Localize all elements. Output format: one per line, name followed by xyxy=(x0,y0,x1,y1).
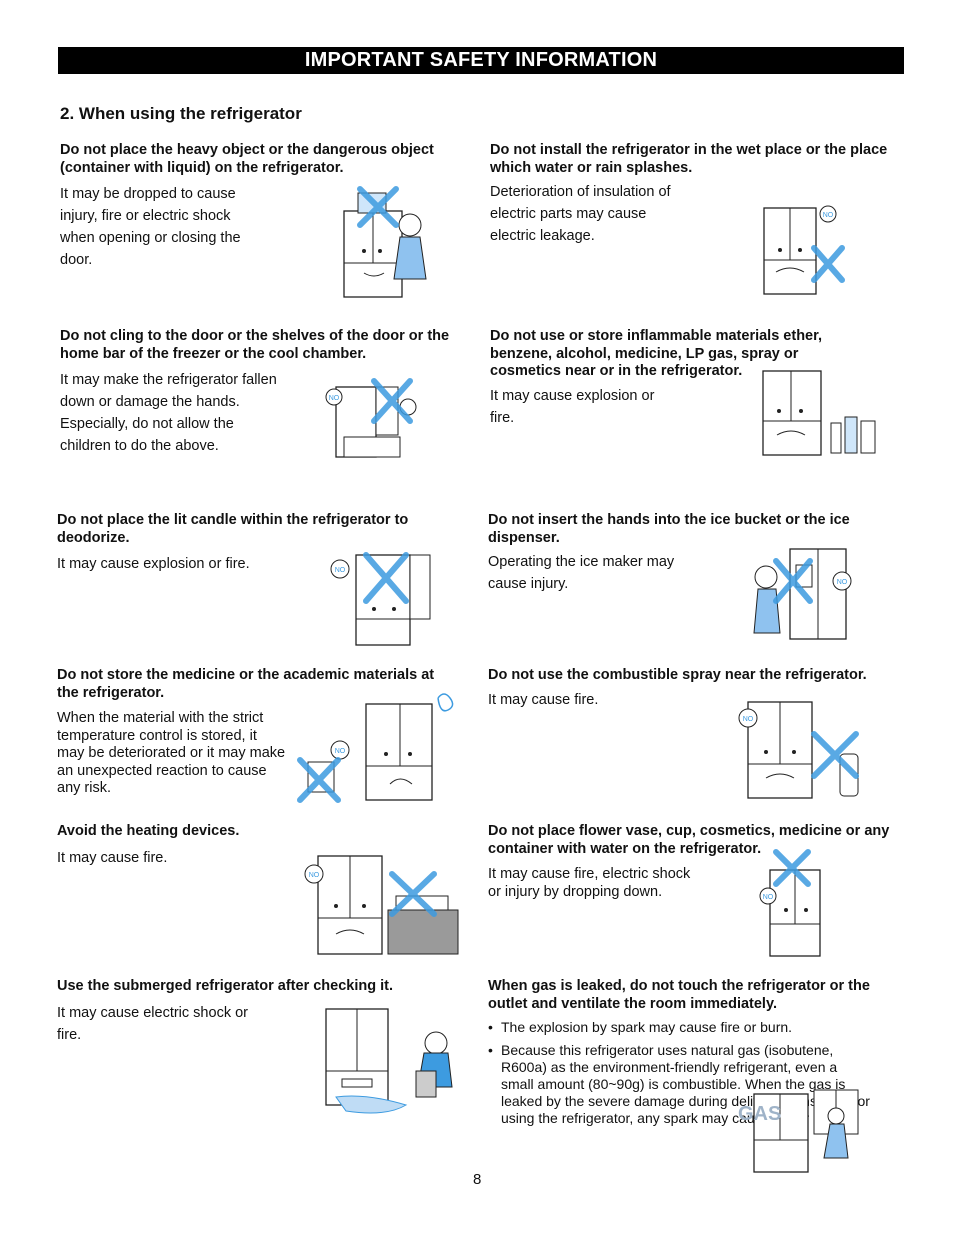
no-label: NO xyxy=(837,579,848,586)
gas-leak-illustration: GAS xyxy=(738,1089,859,1173)
warning-heading: Do not place the lit candle within the r… xyxy=(57,512,409,546)
warning-body: It may cause electric shock or fire. xyxy=(57,1004,248,1043)
no-label: NO xyxy=(743,716,754,723)
warning-body: It may cause explosion or fire. xyxy=(57,556,250,572)
warning-heading: When gas is leaked, do not touch the ref… xyxy=(488,978,870,1012)
warning-flower-vase: Do not place flower vase, cup, cosmetics… xyxy=(488,823,898,901)
no-label: NO xyxy=(329,395,340,402)
warning-lit-candle: Do not place the lit candle within the r… xyxy=(57,512,457,575)
no-label: NO xyxy=(335,748,346,755)
refrigerator-wet-place-illustration: NO xyxy=(763,205,845,295)
warning-gas-leak: When gas is leaked, do not touch the ref… xyxy=(488,978,898,1133)
warning-body: Operating the ice maker may cause injury… xyxy=(488,554,675,592)
bullet-item: The explosion by spark may cause fire or… xyxy=(488,1019,898,1036)
warning-heading: Do not use the combustible spray near th… xyxy=(488,667,867,683)
warning-heading: Do not place flower vase, cup, cosmetics… xyxy=(488,823,890,857)
no-label: NO xyxy=(823,212,834,219)
no-label: NO xyxy=(763,894,774,901)
warning-inflammable: Do not use or store inflammable material… xyxy=(490,328,890,429)
warning-body: When the material with the strict temper… xyxy=(57,710,286,796)
warning-ice-bucket: Do not insert the hands into the ice buc… xyxy=(488,512,898,595)
warning-submerged: Use the submerged refrigerator after che… xyxy=(57,978,457,1046)
refrigerator-candle-illustration: NO xyxy=(330,552,431,646)
warning-medicine: Do not store the medicine or the academi… xyxy=(57,667,457,798)
warning-body: It may be dropped to cause injury, fire … xyxy=(60,186,241,268)
warning-body: It may cause explosion or fire. xyxy=(490,387,655,426)
refrigerator-medicine-illustration: NO xyxy=(297,693,454,803)
warning-heading: Avoid the heating devices. xyxy=(57,823,240,839)
no-label: NO xyxy=(309,872,320,879)
refrigerator-submerged-illustration xyxy=(325,1008,453,1114)
warning-heading: Do not use or store inflammable material… xyxy=(490,328,822,379)
warning-heading: Do not insert the hands into the ice buc… xyxy=(488,512,850,546)
warning-body: It may cause fire. xyxy=(57,849,168,866)
warning-combustible-spray: Do not use the combustible spray near th… xyxy=(488,667,888,711)
refrigerator-flower-vase-illustration: NO xyxy=(759,849,821,957)
no-label: NO xyxy=(335,567,346,574)
refrigerator-ice-dispenser-illustration: NO xyxy=(753,548,852,640)
warning-wet-place: Do not install the refrigerator in the w… xyxy=(490,142,890,247)
page-number: 8 xyxy=(473,1171,482,1188)
refrigerator-heating-device-illustration: NO xyxy=(304,855,459,955)
refrigerator-spray-illustration: NO xyxy=(738,701,859,799)
warning-heading: Use the submerged refrigerator after che… xyxy=(57,978,394,994)
warning-heating-devices: Avoid the heating devices. It may cause … xyxy=(57,823,457,869)
warning-heading: Do not place the heavy object or the dan… xyxy=(60,142,434,176)
warning-heading: Do not store the medicine or the academi… xyxy=(57,667,435,701)
warning-body: Deterioration of insulation of electric … xyxy=(490,184,671,244)
warning-body: It may cause fire. xyxy=(488,691,599,708)
refrigerator-cling-door-illustration: NO xyxy=(325,378,417,458)
refrigerator-heavy-object-illustration xyxy=(343,186,427,298)
gas-leak-bullets: The explosion by spark may cause fire or… xyxy=(488,1019,898,1127)
warning-cling-door: Do not cling to the door or the shelves … xyxy=(60,328,470,457)
page-banner: IMPORTANT SAFETY INFORMATION xyxy=(58,47,904,74)
warning-body: It may cause fire, electric shock or inj… xyxy=(488,866,691,900)
refrigerator-inflammable-illustration xyxy=(762,370,876,456)
warning-body: It may make the refrigerator fallen down… xyxy=(60,372,277,454)
warning-heading: Do not install the refrigerator in the w… xyxy=(490,142,888,176)
warning-heavy-object: Do not place the heavy object or the dan… xyxy=(60,142,470,271)
warning-heading: Do not cling to the door or the shelves … xyxy=(60,328,450,362)
section-title: 2. When using the refrigerator xyxy=(60,104,302,123)
gas-label: GAS xyxy=(738,1103,781,1125)
